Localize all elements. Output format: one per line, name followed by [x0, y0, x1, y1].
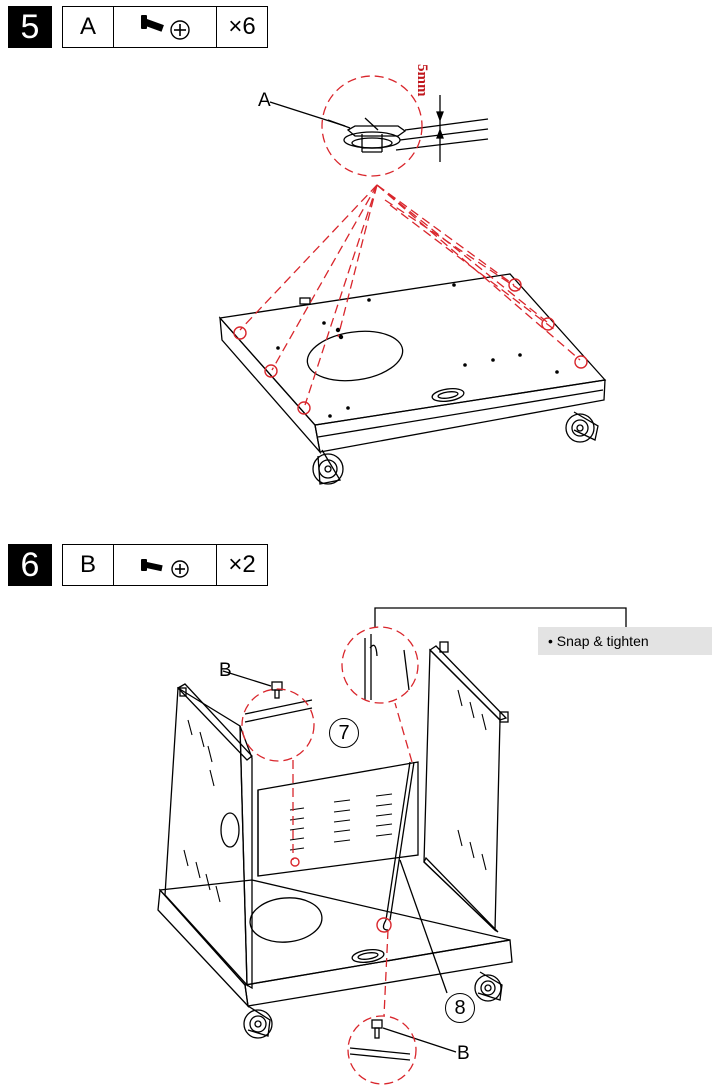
- detail-snap: [364, 634, 410, 700]
- callout-a-label: A: [258, 90, 271, 111]
- step-6-part-letter: B: [62, 544, 114, 586]
- panel-7-callout: 7: [329, 718, 359, 748]
- caster-left: [243, 1005, 273, 1039]
- step-6-quantity: ×2: [217, 544, 268, 586]
- detail-bolt-b-top: [222, 670, 313, 723]
- step-6-header: 6 B ×2: [8, 544, 268, 586]
- callout-b-top-label: B: [219, 660, 232, 681]
- bolt-screwdriver-icon: [114, 6, 217, 48]
- rod-8: [382, 761, 448, 994]
- back-panel-7: [257, 761, 419, 877]
- callout-b-bottom-label: B: [457, 1043, 470, 1064]
- left-side-panel: [164, 683, 253, 990]
- dimension-label: 5mm: [414, 64, 430, 97]
- caster-front-left: [312, 449, 344, 485]
- rod-8-callout: 8: [445, 993, 475, 1023]
- caster-front-right: [565, 411, 599, 443]
- caster-right: [474, 971, 503, 1002]
- base-plate: [218, 273, 607, 455]
- step-5-header: 5 A ×6: [8, 6, 268, 48]
- step-5-number: 5: [8, 6, 52, 48]
- right-side-panel: [423, 641, 509, 933]
- step-6-number: 6: [8, 544, 52, 586]
- snap-tighten-note: • Snap & tighten: [538, 627, 712, 655]
- detail-bolt-b-bottom: [349, 1019, 457, 1061]
- bolt-screwdriver-icon: [114, 544, 217, 586]
- step-5-quantity: ×6: [217, 6, 268, 48]
- step-5-part-letter: A: [62, 6, 114, 48]
- base-frame: [157, 879, 513, 1008]
- detail-bolt-a: [269, 95, 489, 162]
